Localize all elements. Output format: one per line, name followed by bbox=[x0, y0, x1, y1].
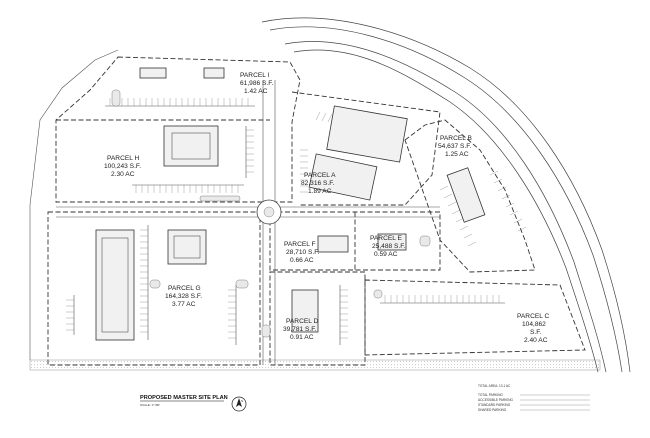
svg-text:PARCEL D: PARCEL D bbox=[286, 318, 318, 325]
buildings bbox=[95, 67, 486, 341]
svg-text:0.59 AC: 0.59 AC bbox=[374, 251, 398, 258]
svg-text:25,488 S.F.: 25,488 S.F. bbox=[372, 243, 406, 250]
building-parcel-i-east bbox=[203, 67, 225, 79]
parcel-c-label: PARCEL C 104,862 S.F. 2.40 AC bbox=[517, 313, 549, 344]
svg-text:S.F.: S.F. bbox=[530, 329, 542, 336]
svg-text:164,328 S.F.: 164,328 S.F. bbox=[165, 293, 202, 300]
svg-text:PARCEL I: PARCEL I bbox=[240, 72, 269, 79]
building-parcel-a-north bbox=[326, 105, 408, 163]
title-block: PROPOSED MASTER SITE PLAN SCALE: 1"=80' bbox=[140, 395, 228, 407]
parcel-b-label: PARCEL B 54,637 S.F. 1.25 AC bbox=[438, 135, 472, 158]
svg-text:39,781 S.F.: 39,781 S.F. bbox=[283, 326, 317, 333]
parcel-labels: PARCEL I 61,986 S.F. 1.42 AC PARCEL H 10… bbox=[104, 72, 549, 344]
building-parcel-g-anchor bbox=[95, 229, 135, 341]
parcel-h-label: PARCEL H 100,243 S.F. 2.30 AC bbox=[104, 155, 141, 178]
svg-text:104,862: 104,862 bbox=[522, 321, 546, 328]
frontage-strip bbox=[29, 359, 601, 371]
svg-text:100,243 S.F.: 100,243 S.F. bbox=[104, 163, 141, 170]
svg-text:N: N bbox=[241, 399, 243, 403]
svg-text:28,710 S.F.: 28,710 S.F. bbox=[286, 249, 320, 256]
svg-text:2.40 AC: 2.40 AC bbox=[524, 337, 548, 344]
svg-text:PARCEL G: PARCEL G bbox=[168, 285, 201, 292]
building-parcel-h bbox=[163, 125, 219, 167]
svg-text:PARCEL F: PARCEL F bbox=[284, 241, 316, 248]
svg-text:PARCEL C: PARCEL C bbox=[517, 313, 549, 320]
building-parcel-d bbox=[291, 289, 319, 333]
svg-text:1.25 AC: 1.25 AC bbox=[445, 151, 469, 158]
parcel-a-label: PARCEL A 82,316 S.F. 1.89 AC bbox=[301, 172, 336, 195]
roundabout bbox=[256, 199, 282, 225]
notes-row: STANDARD PARKING bbox=[478, 403, 511, 407]
building-parcel-a bbox=[308, 153, 378, 201]
site-data-notes: TOTAL AREA: 13.1 AC TOTAL PARKING ACCESS… bbox=[478, 384, 590, 412]
svg-text:2.30 AC: 2.30 AC bbox=[111, 171, 135, 178]
parcel-i-label: PARCEL I 61,986 S.F. 1.42 AC bbox=[240, 72, 274, 95]
svg-text:0.66 AC: 0.66 AC bbox=[290, 257, 314, 264]
highway bbox=[261, 17, 631, 373]
svg-text:61,986 S.F.: 61,986 S.F. bbox=[240, 80, 274, 87]
site-edge bbox=[29, 49, 119, 360]
building-parcel-f bbox=[317, 235, 349, 253]
svg-text:3.77 AC: 3.77 AC bbox=[172, 301, 196, 308]
notes-row: SHARED PARKING bbox=[478, 408, 507, 412]
svg-text:1.42 AC: 1.42 AC bbox=[244, 88, 268, 95]
parcel-d-label: PARCEL D 39,781 S.F. 0.91 AC bbox=[283, 318, 318, 341]
parcel-e-label: PARCEL E 25,488 S.F. 0.59 AC bbox=[370, 235, 406, 258]
notes-row: ACCESSIBLE PARKING bbox=[478, 398, 514, 402]
svg-text:54,637 S.F.: 54,637 S.F. bbox=[438, 143, 472, 150]
notes-row: TOTAL PARKING bbox=[478, 393, 503, 397]
parcel-f-label: PARCEL F 28,710 S.F. 0.66 AC bbox=[284, 241, 320, 264]
svg-text:1.89 AC: 1.89 AC bbox=[308, 188, 332, 195]
building-parcel-g-pad bbox=[167, 229, 207, 265]
svg-text:PARCEL A: PARCEL A bbox=[304, 172, 336, 179]
building-parcel-i-west bbox=[139, 67, 167, 79]
notes-heading: TOTAL AREA: 13.1 AC bbox=[478, 384, 511, 388]
svg-text:0.91 AC: 0.91 AC bbox=[290, 334, 314, 341]
drawing-scale: SCALE: 1"=80' bbox=[140, 403, 160, 407]
drawing-title: PROPOSED MASTER SITE PLAN bbox=[140, 395, 228, 401]
building-parcel-b bbox=[446, 167, 486, 223]
north-arrow-icon: N bbox=[231, 396, 247, 412]
svg-text:PARCEL E: PARCEL E bbox=[370, 235, 402, 242]
svg-text:82,316 S.F.: 82,316 S.F. bbox=[301, 180, 335, 187]
building-parcel-e bbox=[377, 233, 407, 251]
landscape-islands bbox=[111, 89, 431, 338]
parcel-g-label: PARCEL G 164,328 S.F. 3.77 AC bbox=[165, 285, 202, 308]
svg-text:PARCEL B: PARCEL B bbox=[440, 135, 472, 142]
svg-text:PARCEL H: PARCEL H bbox=[107, 155, 139, 162]
